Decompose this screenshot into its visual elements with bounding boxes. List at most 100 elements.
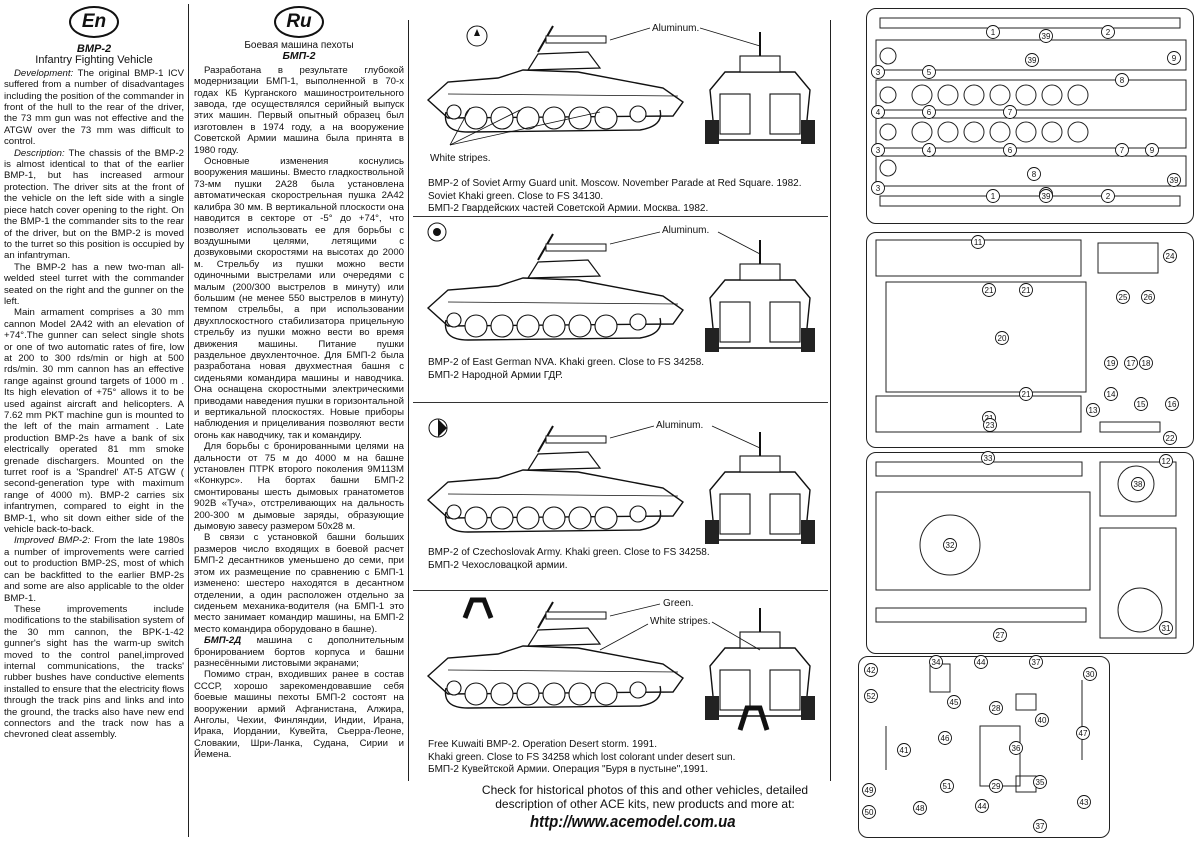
part-callout-circle — [1104, 387, 1118, 401]
part-number: 21 — [1022, 390, 1031, 399]
part-number: 14 — [1107, 390, 1116, 399]
part-callout-circle — [1159, 621, 1173, 635]
part-number: 21 — [985, 286, 994, 295]
part-callout-circle — [989, 701, 1003, 715]
part-callout-circle — [971, 235, 985, 249]
part-number: 27 — [996, 631, 1005, 640]
part-callout-circle — [986, 25, 1000, 39]
part-number: 43 — [1080, 798, 1089, 807]
part-callout-circle — [995, 331, 1009, 345]
part-callout-circle — [1167, 173, 1181, 187]
part-callout-circle — [1019, 387, 1033, 401]
part-callout-circle — [922, 143, 936, 157]
part-number: 29 — [992, 782, 1001, 791]
ru-paragraph-2: Основные изменения коснулись вооружения … — [194, 156, 404, 441]
ru-paragraph-6: Помимо стран, входивших ранее в состав С… — [194, 669, 404, 761]
part-callout-circle — [864, 689, 878, 703]
part-number: 15 — [1137, 400, 1146, 409]
part-number: 26 — [1144, 293, 1153, 302]
part-number: 3 — [876, 146, 881, 155]
part-number: 39 — [1042, 32, 1051, 41]
part-callout-circle — [981, 451, 995, 465]
part-callout-circle — [1115, 73, 1129, 87]
en-paragraph-4: Main armament comprises a 30 mm cannon M… — [4, 307, 184, 536]
part-number: 39 — [1028, 56, 1037, 65]
part-callout-circle — [871, 143, 885, 157]
part-number: 9 — [1172, 54, 1177, 63]
website-link[interactable]: http://www.acemodel.com.ua — [530, 812, 736, 831]
part-callout-circle — [1029, 655, 1043, 669]
part-number: 19 — [1107, 359, 1116, 368]
part-callout-circle — [1163, 431, 1177, 445]
ru-title: БМП-2 — [282, 50, 316, 63]
part-callout-circle — [1139, 356, 1153, 370]
middle-left-border — [408, 20, 409, 781]
part-number: 40 — [1038, 716, 1047, 725]
ru-paragraph-5: БМП-2Д машина с дополнительным бронирова… — [194, 635, 404, 669]
russian-column: Ru Боевая машина пехоты БМП-2 Разработан… — [194, 6, 404, 761]
ru-paragraph-1: Разработана в результате глубокой модерн… — [194, 64, 404, 156]
part-number: 8 — [1120, 76, 1125, 85]
part-callout-circle — [943, 538, 957, 552]
part-callout-circle — [940, 779, 954, 793]
english-column: En BMP-2 Infantry Fighting Vehicle Devel… — [4, 6, 184, 741]
part-callout-circle — [1003, 105, 1017, 119]
profile-1-label-a: Aluminum. — [652, 23, 700, 34]
part-number: 51 — [943, 782, 952, 791]
part-number: 28 — [992, 704, 1001, 713]
column-divider — [188, 4, 189, 837]
part-number: 37 — [1036, 822, 1045, 831]
part-number: 11 — [974, 238, 983, 247]
part-number: 2 — [1106, 28, 1111, 37]
profile-2-label-a: Aluminum. — [662, 225, 710, 236]
part-number: 9 — [1150, 146, 1155, 155]
part-callout-circle — [1027, 167, 1041, 181]
part-number: 44 — [977, 658, 986, 667]
part-callout-circle — [862, 783, 876, 797]
profile-1-caption: BMP-2 of Soviet Army Guard unit. Moscow.… — [428, 178, 802, 214]
part-callout-circle — [1033, 819, 1047, 833]
part-number: 38 — [1134, 480, 1143, 489]
part-callout-circle — [993, 628, 1007, 642]
part-number: 6 — [1008, 146, 1013, 155]
part-callout-circle — [1165, 397, 1179, 411]
part-number: 31 — [1162, 624, 1171, 633]
part-number: 42 — [867, 666, 876, 675]
part-callout-circle — [1083, 667, 1097, 681]
part-number: 16 — [1168, 400, 1177, 409]
part-number: 13 — [1089, 406, 1098, 415]
profile-4-chevron-bottom-icon — [737, 705, 770, 731]
part-number: 7 — [1008, 108, 1013, 117]
part-number: 46 — [941, 734, 950, 743]
profile-4-label-a: Green. — [663, 598, 694, 609]
part-number: 7 — [1120, 146, 1125, 155]
profile-4-label-b: White stripes. — [650, 616, 711, 627]
part-callout-circle — [982, 283, 996, 297]
part-number: 22 — [1166, 434, 1175, 443]
en-subtitle: Infantry Fighting Vehicle — [35, 54, 153, 67]
part-callout-circle — [1035, 713, 1049, 727]
ru-subtitle: Боевая машина пехоты — [244, 40, 354, 51]
part-callout-circle — [871, 181, 885, 195]
part-callout-circle — [1134, 397, 1148, 411]
part-callout-circle — [871, 65, 885, 79]
part-number: 21 — [1022, 286, 1031, 295]
separator-2 — [413, 402, 828, 403]
part-number: 2 — [1106, 192, 1111, 201]
part-number: 1 — [991, 192, 996, 201]
part-number: 47 — [1079, 729, 1088, 738]
footer-text: Check for historical photos of this and … — [481, 783, 809, 811]
ru-paragraph-4: В связи с установкой башни больших разме… — [194, 532, 404, 635]
en-paragraph-6: These improvements include modifications… — [4, 603, 184, 741]
part-number: 37 — [1032, 658, 1041, 667]
part-number: 4 — [876, 108, 881, 117]
part-callout-circle — [1116, 290, 1130, 304]
part-callout-circle — [1131, 477, 1145, 491]
part-callout-circle — [1124, 356, 1138, 370]
profile-1-label-b: White stripes. — [430, 153, 491, 164]
part-number: 24 — [1166, 252, 1175, 261]
part-number: 48 — [916, 804, 925, 813]
part-callout-circle — [1077, 795, 1091, 809]
sprue-c — [866, 452, 1194, 654]
part-callout-circle — [1141, 290, 1155, 304]
